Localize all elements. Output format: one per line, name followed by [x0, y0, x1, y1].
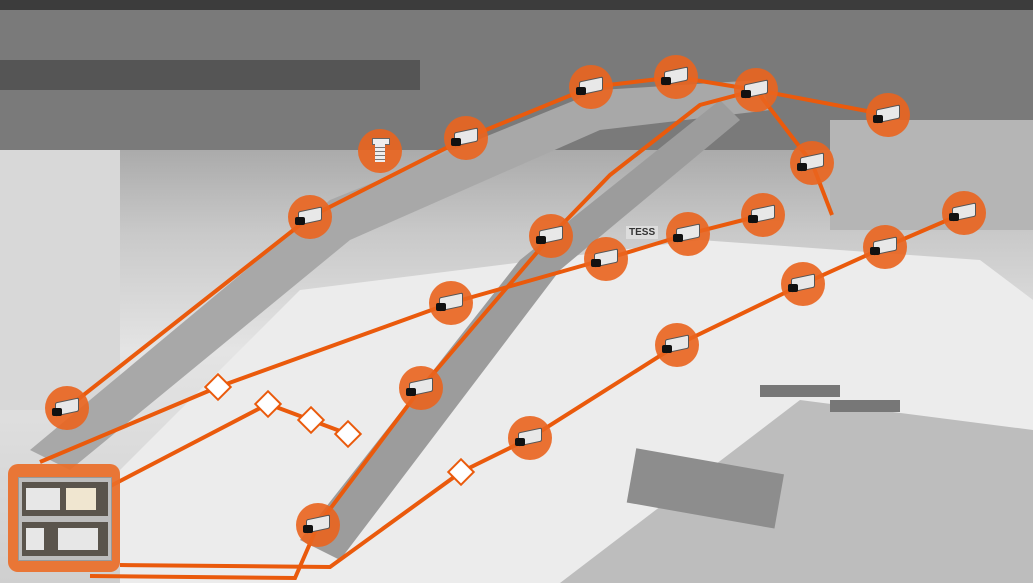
junction-box-icon[interactable] — [296, 405, 326, 435]
sensor-lens — [748, 215, 758, 223]
camera-sensor-icon[interactable] — [863, 225, 907, 269]
sensor-lens — [451, 138, 461, 146]
sensor-lens — [515, 438, 525, 446]
camera-sensor-icon[interactable] — [399, 366, 443, 410]
junction-box-icon[interactable] — [203, 372, 233, 402]
sensor-lens — [949, 213, 959, 221]
sensor-lens — [52, 408, 62, 416]
sensor-lens — [661, 77, 671, 85]
camera-sensor-icon[interactable] — [569, 65, 613, 109]
camera-sensor-icon[interactable] — [741, 193, 785, 237]
sensor-lens — [536, 236, 546, 244]
camera-sensor-icon[interactable] — [655, 323, 699, 367]
camera-sensor-icon[interactable] — [45, 386, 89, 430]
sensor-lens — [406, 388, 416, 396]
camera-sensor-icon[interactable] — [734, 68, 778, 112]
camera-sensor-icon[interactable] — [444, 116, 488, 160]
camera-sensor-icon[interactable] — [584, 237, 628, 281]
cable-line — [119, 470, 463, 570]
camera-sensor-icon[interactable] — [288, 195, 332, 239]
camera-sensor-icon[interactable] — [866, 93, 910, 137]
sensor-lens — [303, 525, 313, 533]
control-cabinet-icon[interactable] — [8, 464, 120, 572]
sensor-lens — [797, 163, 807, 171]
junction-box-icon[interactable] — [253, 389, 283, 419]
camera-sensor-icon[interactable] — [529, 214, 573, 258]
junction-box-icon[interactable] — [446, 457, 476, 487]
cable-line — [450, 213, 764, 305]
weather-station-icon[interactable] — [358, 129, 402, 173]
sensor-lens — [591, 259, 601, 267]
camera-sensor-icon[interactable] — [508, 416, 552, 460]
sensor-lens — [788, 284, 798, 292]
sensor-lens — [576, 87, 586, 95]
sensor-lens — [870, 247, 880, 255]
sensor-lens — [741, 90, 751, 98]
cable-line — [89, 524, 320, 581]
camera-sensor-icon[interactable] — [296, 503, 340, 547]
camera-sensor-icon[interactable] — [781, 262, 825, 306]
junction-box-icon[interactable] — [333, 419, 363, 449]
camera-sensor-icon[interactable] — [942, 191, 986, 235]
sensor-lens — [673, 234, 683, 242]
camera-sensor-icon[interactable] — [790, 141, 834, 185]
sensor-lens — [662, 345, 672, 353]
camera-sensor-icon[interactable] — [654, 55, 698, 99]
sensor-lens — [873, 115, 883, 123]
camera-sensor-icon[interactable] — [666, 212, 710, 256]
photo-sign: TESS — [626, 226, 659, 239]
camera-sensor-icon[interactable] — [429, 281, 473, 325]
cable-line — [316, 88, 757, 527]
sensor-lens — [295, 217, 305, 225]
sensor-lens — [436, 303, 446, 311]
